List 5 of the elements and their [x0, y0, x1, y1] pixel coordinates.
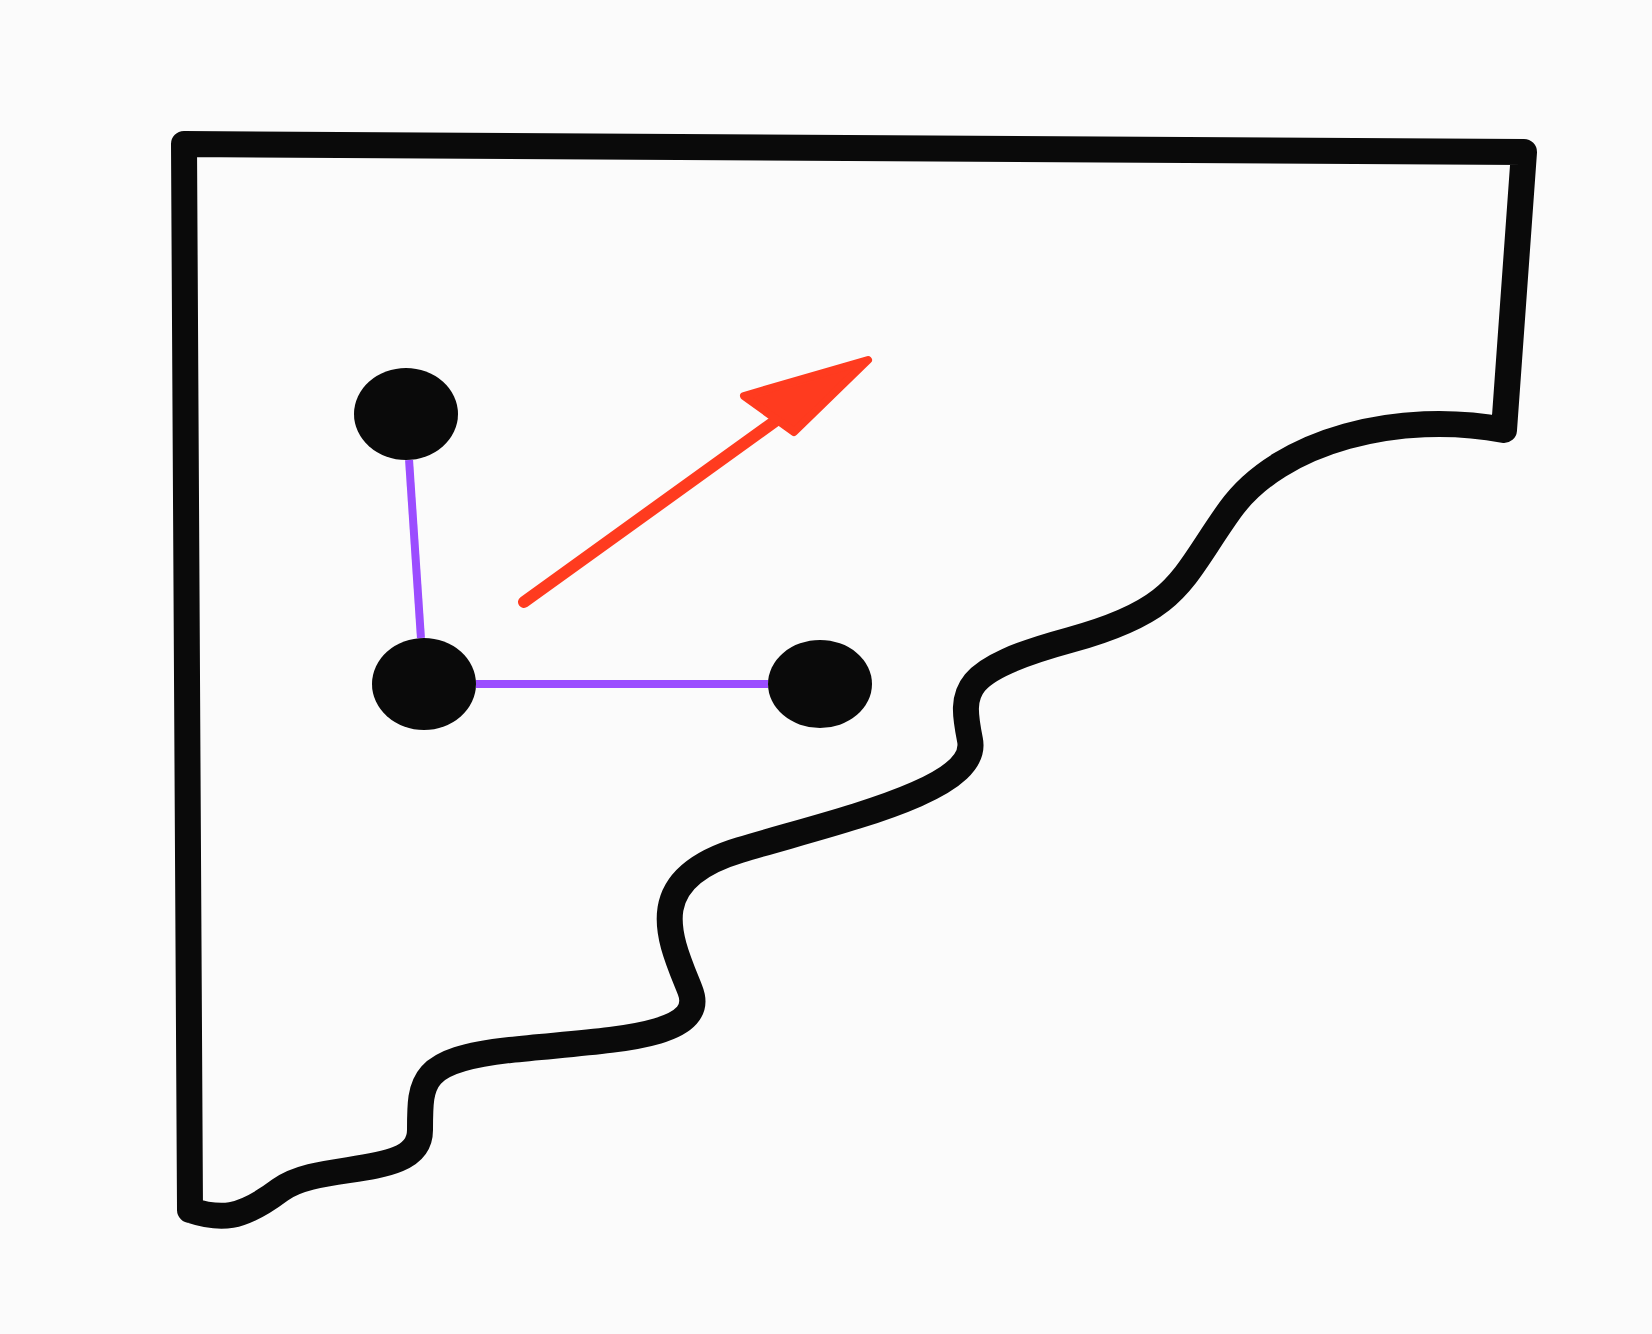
connector-line: [476, 680, 768, 688]
dot: [354, 368, 458, 460]
dot: [372, 638, 476, 730]
dot: [768, 640, 872, 728]
connector-line: [405, 459, 425, 639]
